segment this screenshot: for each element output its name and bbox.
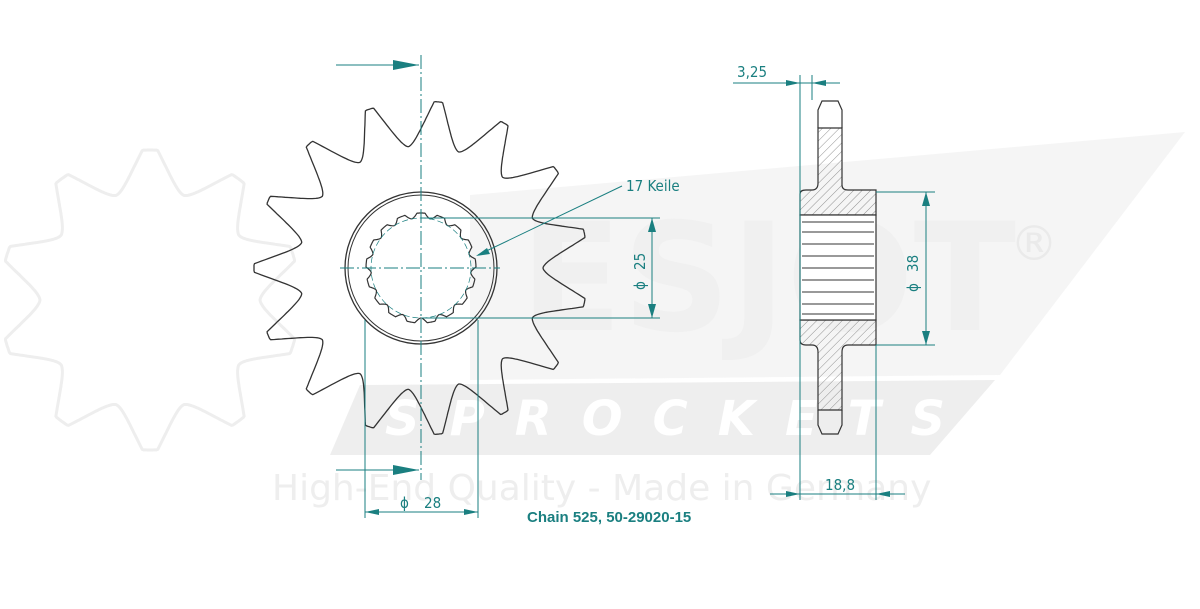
svg-text:25: 25 — [631, 253, 649, 270]
svg-text:ϕ: ϕ — [400, 494, 409, 512]
watermark-slogan: High-End Quality - Made in Germany — [272, 468, 931, 509]
svg-text:28: 28 — [424, 494, 441, 512]
dim-bore: ϕ 25 — [631, 253, 649, 290]
dim-total-width: 18,8 — [825, 476, 855, 494]
watermark-logo: ESJOT ® SPROCKETS High-End Quality - Mad… — [3, 132, 1185, 509]
spline-count-label: 17 Keile — [626, 177, 680, 195]
svg-text:ϕ: ϕ — [904, 283, 922, 292]
side-view — [799, 100, 877, 435]
watermark-registered: ® — [1010, 216, 1058, 272]
svg-text:ϕ: ϕ — [631, 281, 649, 290]
watermark-brand: ESJOT — [520, 192, 1016, 366]
arrowheads — [365, 60, 656, 515]
dim-spline-outer: ϕ 28 — [400, 494, 441, 512]
side-arrowheads — [786, 80, 930, 497]
sprocket-outline — [253, 100, 586, 436]
watermark-sub: SPROCKETS — [385, 391, 975, 447]
dim-tooth-width: 3,25 — [737, 63, 767, 81]
caption: Chain 525, 50-29020-15 — [527, 509, 691, 526]
dim-hub: ϕ 38 — [904, 255, 922, 292]
svg-text:38: 38 — [904, 255, 922, 272]
